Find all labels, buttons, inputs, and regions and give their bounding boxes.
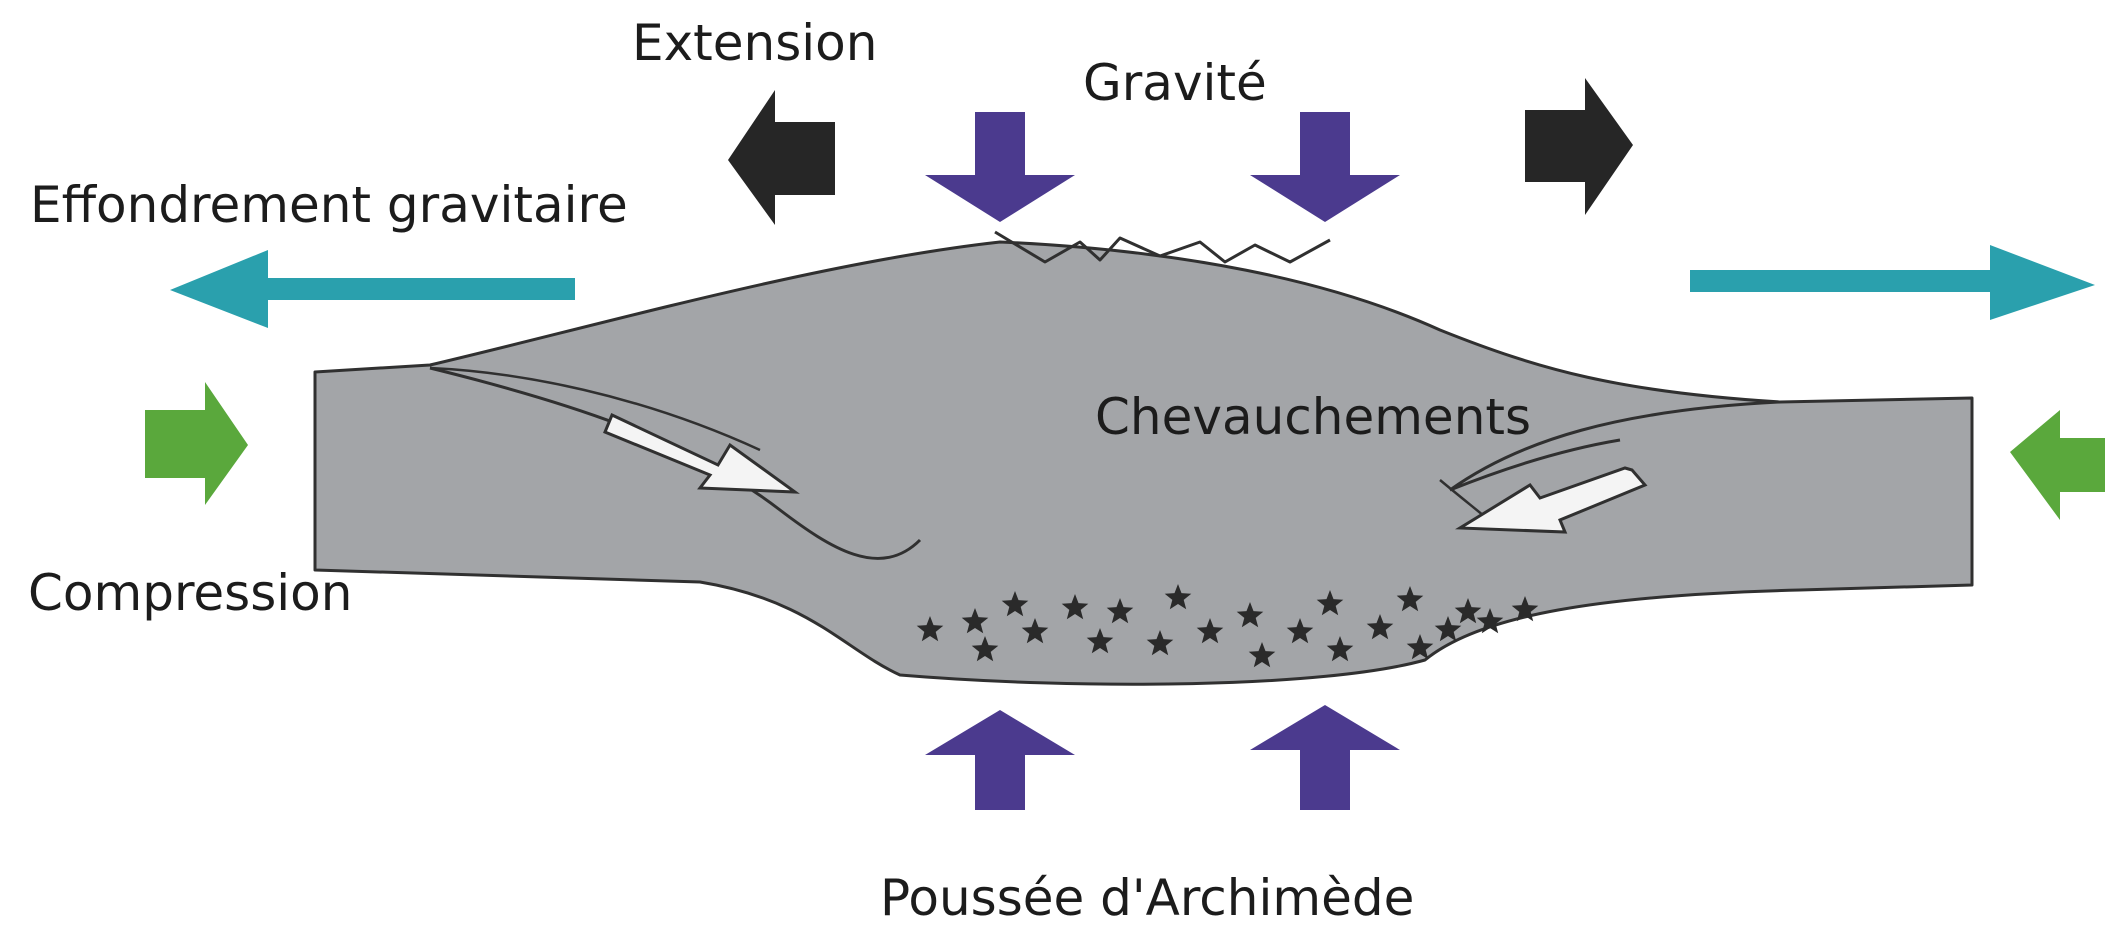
extension-arrow-left-icon <box>728 90 835 225</box>
thrusts-label: Chevauchements <box>1095 392 1531 442</box>
gravity-label: Gravité <box>1083 58 1267 108</box>
extension-label: Extension <box>632 18 877 68</box>
buoyancy-arrow-left-icon <box>925 710 1075 810</box>
compression-arrow-right-icon <box>2010 410 2105 520</box>
extension-arrow-right-icon <box>1525 78 1633 215</box>
buoyancy-arrow-right-icon <box>1250 705 1400 810</box>
gravitational-collapse-label: Effondrement gravitaire <box>30 180 628 230</box>
buoyancy-label: Poussée d'Archimède <box>880 873 1414 923</box>
gravity-arrow-left-icon <box>925 112 1075 222</box>
collapse-arrow-left-icon <box>170 250 575 328</box>
gravity-arrow-right-icon <box>1250 112 1400 222</box>
crust-body <box>315 242 1972 684</box>
compression-label: Compression <box>28 568 352 618</box>
collapse-arrow-right-icon <box>1690 245 2095 320</box>
compression-arrow-left-icon <box>145 382 248 505</box>
